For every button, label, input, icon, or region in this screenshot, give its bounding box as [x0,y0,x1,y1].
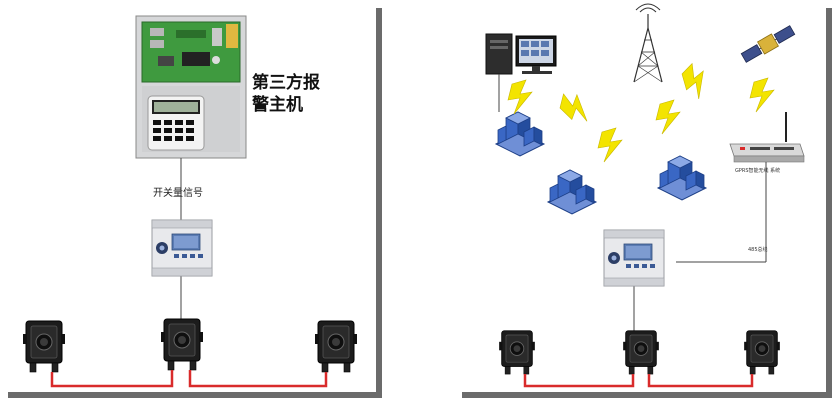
satellite-icon [740,25,796,63]
red-cable [647,374,754,388]
controller-unit-icon [151,219,213,277]
red-cable [523,374,635,388]
red-cable [188,370,328,388]
host-label: 第三方报 警主机 [252,73,320,115]
red-cable [50,370,174,388]
link-caption: 485总线 [748,247,768,253]
radio-tower-icon [633,3,663,83]
controller-unit-icon [603,229,665,287]
router-caption: GPRS智能无线 系统 [735,168,781,174]
alarm-host-panel-icon [135,15,247,159]
gprs-router-icon [729,112,805,163]
right-panel-frame [456,2,826,392]
computer-workstation-icon [485,33,557,75]
signal-label: 开关量信号 [153,188,203,199]
